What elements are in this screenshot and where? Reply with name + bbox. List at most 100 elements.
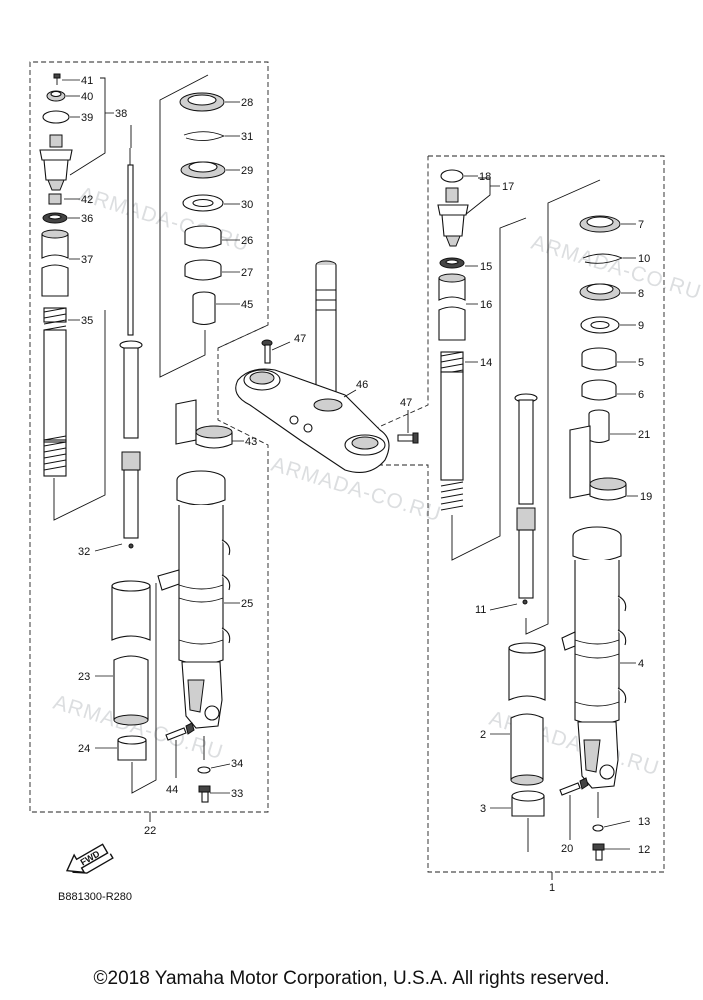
copyright-notice: ©2018 Yamaha Motor Corporation, U.S.A. A… <box>93 968 610 989</box>
part-31-clip <box>183 131 240 141</box>
bracket-right-upper <box>525 179 601 635</box>
part-4-outer-tube <box>561 526 636 789</box>
part-17-cap-bolt <box>437 187 469 247</box>
part-41-bolt <box>53 73 80 85</box>
callout-14: 14 <box>480 357 492 369</box>
callout-10: 10 <box>638 253 650 265</box>
boundary-right-fork <box>371 155 665 873</box>
part-28-dust-seal <box>179 92 240 112</box>
callout-8: 8 <box>638 288 644 300</box>
callout-33: 33 <box>231 788 243 800</box>
part-3-bushing <box>490 790 545 817</box>
part-20-bolt <box>559 777 589 840</box>
callout-13: 13 <box>638 816 650 828</box>
part-25-outer-tube <box>157 470 240 729</box>
callout-45: 45 <box>241 299 253 311</box>
callout-16: 16 <box>480 299 492 311</box>
callout-27: 27 <box>241 267 253 279</box>
part-24-bushing <box>95 735 147 761</box>
callout-3: 3 <box>480 803 486 815</box>
part-14-fork-spring <box>440 351 478 511</box>
part-30-washer <box>182 194 240 212</box>
part-38-cap-bolt <box>39 134 73 191</box>
part-15-spring-seat <box>439 257 478 269</box>
callout-19: 19 <box>640 491 652 503</box>
callout-38: 38 <box>115 108 127 120</box>
bracket-left-upper <box>159 74 209 378</box>
part-47-bolt-upper <box>261 339 291 364</box>
part-7-dust-seal <box>579 215 636 233</box>
callout-42: 42 <box>81 194 93 206</box>
part-10-clip <box>582 253 636 264</box>
part-5-slide-bushing <box>581 347 636 371</box>
part-40-nut <box>46 90 80 102</box>
part-9-washer <box>580 316 636 334</box>
callout-12: 12 <box>638 844 650 856</box>
callout-43: 43 <box>245 436 257 448</box>
callout-17: 17 <box>502 181 514 193</box>
part-11-damper-rod <box>489 393 538 611</box>
part-35-fork-spring <box>43 307 80 477</box>
bracket-spring-left <box>53 310 106 521</box>
callout-39: 39 <box>81 112 93 124</box>
callout-37: 37 <box>81 254 93 266</box>
part-27-bushing <box>184 259 240 281</box>
part-23-slide-metal <box>95 580 151 726</box>
callout-35: 35 <box>81 315 93 327</box>
part-45-collar <box>192 291 240 326</box>
part-29-oil-seal <box>180 161 240 179</box>
part-43-guard <box>175 399 244 449</box>
part-44-bolt <box>165 722 195 778</box>
bracket-spring-right <box>451 217 527 561</box>
callout-6: 6 <box>638 389 644 401</box>
part-2-slide-metal <box>490 642 546 786</box>
part-21-collar <box>588 409 636 444</box>
callout-5: 5 <box>638 357 644 369</box>
part-37-spacer <box>41 229 80 297</box>
part-39-oring <box>42 110 80 124</box>
callout-25: 25 <box>241 598 253 610</box>
bracket-left-lower <box>131 583 157 794</box>
callout-4: 4 <box>638 658 644 670</box>
callout-9: 9 <box>638 320 644 332</box>
callout-36: 36 <box>81 213 93 225</box>
part-33-bolt <box>198 785 230 803</box>
callout-41: 41 <box>81 75 93 87</box>
callout-47-side: 47 <box>400 397 412 409</box>
callout-1: 1 <box>549 882 555 894</box>
part-19-guard <box>569 425 638 501</box>
part-26-slide-bushing <box>184 225 240 249</box>
bracket-17 <box>464 177 491 216</box>
diagram-code: B881300-R280 <box>58 891 133 903</box>
part-36-spring-seat <box>42 212 80 224</box>
part-46-steering-stem <box>235 260 390 473</box>
callout-numbers: 41 40 38 39 42 36 37 35 32 23 24 28 31 2… <box>78 75 652 894</box>
callout-22: 22 <box>144 825 156 837</box>
part-6-bushing <box>581 379 636 401</box>
part-16-spacer <box>438 273 478 341</box>
part-47-bolt-side <box>397 410 419 444</box>
callout-30: 30 <box>241 199 253 211</box>
callout-28: 28 <box>241 97 253 109</box>
callout-24: 24 <box>78 743 90 755</box>
part-8-oil-seal <box>579 283 636 301</box>
boundary-stem <box>217 324 269 349</box>
callout-7: 7 <box>638 219 644 231</box>
callout-23: 23 <box>78 671 90 683</box>
callout-29: 29 <box>241 165 253 177</box>
part-13-washer <box>592 820 631 832</box>
callout-46: 46 <box>356 379 368 391</box>
callout-2: 2 <box>480 729 486 741</box>
part-42-nut <box>48 193 80 205</box>
callout-34: 34 <box>231 758 243 770</box>
fwd-arrow-icon: FWD <box>65 843 114 874</box>
callout-44: 44 <box>166 784 178 796</box>
callout-40: 40 <box>81 91 93 103</box>
callout-31: 31 <box>241 131 253 143</box>
callout-26: 26 <box>241 235 253 247</box>
callout-15: 15 <box>480 261 492 273</box>
callout-20: 20 <box>561 843 573 855</box>
part-12-bolt <box>592 843 630 861</box>
callout-47-upper: 47 <box>294 333 306 345</box>
